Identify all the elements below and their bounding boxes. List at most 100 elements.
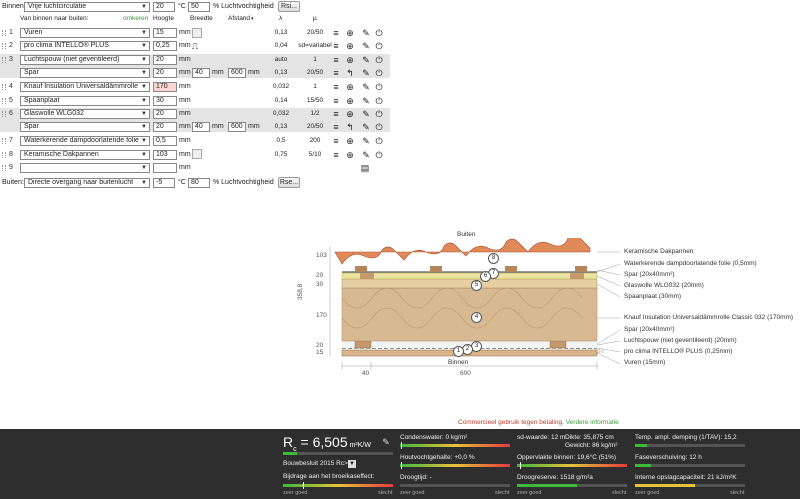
legend-item: pro clima INTELLO® PLUS (0,25mm)	[624, 348, 733, 355]
power-icon[interactable]: ⏻	[375, 150, 383, 160]
binnen-rh-input[interactable]: 50	[188, 2, 210, 12]
return-icon[interactable]: ↰	[346, 122, 354, 132]
power-icon[interactable]: ⏻	[375, 55, 383, 65]
distance-input[interactable]: 600	[228, 122, 246, 132]
lambda-value: 0,75	[274, 151, 288, 158]
lambda-value: 0,04	[274, 42, 288, 49]
material-select[interactable]: pro clima INTELLO® PLUS▼	[20, 41, 150, 51]
height-input[interactable]: 0,5	[153, 136, 177, 146]
height-input[interactable]: 20	[153, 55, 177, 65]
material-select[interactable]: Spar▼	[20, 122, 150, 132]
height-input[interactable]: 15	[153, 28, 177, 38]
add-layer-icon[interactable]: ⊕	[346, 41, 354, 51]
material-select[interactable]: Waterkerende dampdoorlatende folie▼	[20, 136, 150, 146]
drag-handle[interactable]	[2, 138, 6, 144]
edit-icon[interactable]: ✎	[362, 41, 370, 51]
drag-handle[interactable]	[2, 84, 6, 90]
edit-icon[interactable]: ✎	[362, 68, 370, 78]
width-input[interactable]: 40	[192, 122, 210, 132]
edit-icon[interactable]: ✎	[362, 96, 370, 106]
marker-8: 8	[488, 253, 499, 264]
norm-select[interactable]: ▼	[348, 460, 356, 468]
power-icon[interactable]: ⏻	[375, 82, 383, 92]
buiten-temp-input[interactable]: -5	[153, 178, 175, 188]
power-icon[interactable]: ⏻	[375, 28, 383, 38]
width-input[interactable]: 40	[192, 68, 210, 78]
material-select[interactable]: Knauf Insulation Universaldämmrolle▼	[20, 82, 150, 92]
menu-icon[interactable]: ≡	[333, 55, 339, 65]
power-icon[interactable]: ⏻	[375, 122, 383, 132]
menu-icon[interactable]: ≡	[333, 68, 339, 78]
material-select[interactable]: Spaanplaat▼	[20, 96, 150, 106]
material-select[interactable]: Spar▼	[20, 68, 150, 78]
drag-handle[interactable]	[2, 165, 6, 171]
menu-icon[interactable]: ≡	[333, 150, 339, 160]
drag-handle[interactable]	[2, 43, 6, 49]
edit-icon[interactable]: ✎	[362, 150, 370, 160]
menu-icon[interactable]: ≡	[333, 122, 339, 132]
material-select[interactable]: Luchtspouw (niet geventileerd)▼	[20, 55, 150, 65]
clipboard-icon[interactable]: ▤	[360, 163, 370, 173]
drag-handle[interactable]	[2, 111, 6, 117]
add-layer-icon[interactable]: ⊕	[346, 96, 354, 106]
drag-handle[interactable]	[2, 30, 6, 36]
dim-distance: 600	[460, 370, 471, 377]
menu-icon[interactable]: ≡	[333, 109, 339, 119]
drag-handle[interactable]	[2, 57, 6, 63]
chevron-down-icon: ▼	[141, 138, 147, 144]
height-input[interactable]	[153, 163, 177, 173]
power-icon[interactable]: ⏻	[375, 41, 383, 51]
power-icon[interactable]: ⏻	[375, 109, 383, 119]
diagram-top-label: Buiten	[457, 231, 476, 238]
height-input[interactable]: 20	[153, 68, 177, 78]
drying-reserve: Droogreserve: 1518 g/m²a	[517, 474, 593, 481]
distance-input[interactable]: 600	[228, 68, 246, 78]
height-input[interactable]: 103	[153, 150, 177, 160]
sd-value: sd-waarde: 12 m	[517, 434, 566, 441]
menu-icon[interactable]: ≡	[333, 28, 339, 38]
rse-button[interactable]: Rse...	[278, 177, 300, 188]
binnen-select[interactable]: Vrije luchtcirculatie▼	[24, 2, 150, 12]
buiten-select[interactable]: Directe overgang naar buitenlucht▼	[24, 178, 150, 188]
edit-icon[interactable]: ✎	[362, 136, 370, 146]
material-select[interactable]: Glaswolle WLG032▼	[20, 109, 150, 119]
return-icon[interactable]: ↰	[346, 68, 354, 78]
add-layer-icon[interactable]: ⊕	[346, 55, 354, 65]
menu-icon[interactable]: ≡	[333, 82, 339, 92]
more-info-link[interactable]: Verdere informatie	[565, 419, 619, 426]
material-select[interactable]: Keramische Dakpannen▼	[20, 150, 150, 160]
height-input[interactable]: 20	[153, 122, 177, 132]
edit-icon[interactable]: ✎	[362, 122, 370, 132]
binnen-temp-input[interactable]: 20	[153, 2, 175, 12]
height-unit: mm	[179, 137, 191, 144]
rsi-button[interactable]: Rsi...	[278, 1, 300, 12]
edit-icon[interactable]: ✎	[362, 55, 370, 65]
add-layer-icon[interactable]: ⊕	[346, 150, 354, 160]
height-input[interactable]: 170	[153, 82, 177, 92]
add-layer-icon[interactable]: ⊕	[346, 109, 354, 119]
power-icon[interactable]: ⏻	[375, 136, 383, 146]
menu-icon[interactable]: ≡	[333, 96, 339, 106]
menu-icon[interactable]: ≡	[333, 136, 339, 146]
add-layer-icon[interactable]: ⊕	[346, 28, 354, 38]
edit-icon[interactable]: ✎	[362, 82, 370, 92]
power-icon[interactable]: ⏻	[375, 68, 383, 78]
material-select[interactable]: ▼	[20, 163, 150, 173]
height-input[interactable]: 0,25	[153, 41, 177, 51]
height-input[interactable]: 30	[153, 96, 177, 106]
drag-handle[interactable]	[2, 152, 6, 158]
height-input[interactable]: 20	[153, 109, 177, 119]
add-layer-icon[interactable]: ⊕	[346, 82, 354, 92]
swap-link[interactable]: omkeren	[123, 15, 149, 22]
buiten-rh-input[interactable]: 80	[188, 178, 210, 188]
drying-reserve-bar	[517, 484, 627, 487]
edit-icon[interactable]: ✎	[362, 28, 370, 38]
edit-icon[interactable]: ✎	[362, 109, 370, 119]
wrench-icon[interactable]: ✎	[382, 437, 390, 447]
material-select[interactable]: Vuren▼	[20, 28, 150, 38]
menu-icon[interactable]: ≡	[333, 41, 339, 51]
drag-handle[interactable]	[2, 98, 6, 104]
wood-moisture-marker	[401, 462, 402, 469]
power-icon[interactable]: ⏻	[375, 96, 383, 106]
add-layer-icon[interactable]: ⊕	[346, 136, 354, 146]
